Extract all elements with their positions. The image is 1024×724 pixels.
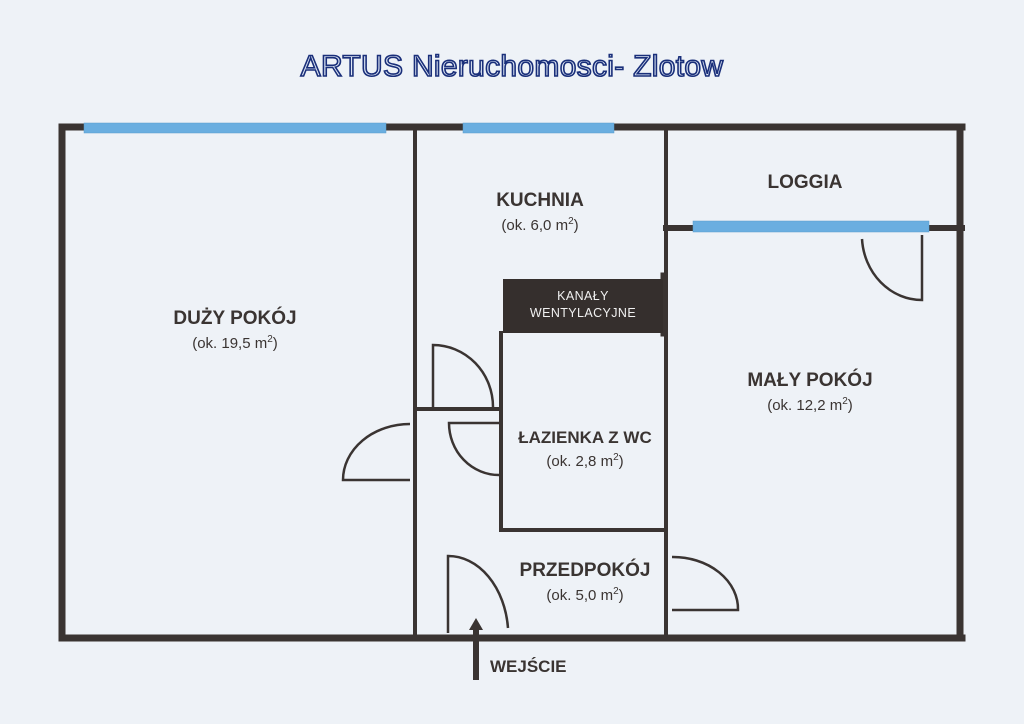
- ventilation-line1: KANAŁY: [557, 289, 609, 303]
- room-loggia: LOGGIA: [705, 172, 905, 194]
- window-loggia: [692, 220, 930, 233]
- door-duzy-pokoj: [341, 422, 411, 482]
- room-name: DUŻY POKÓJ: [173, 308, 297, 329]
- page-title: ARTUS Nieruchomosci- Zlotow: [300, 49, 724, 84]
- door-loggia: [860, 235, 924, 302]
- door-lazienka: [447, 421, 500, 477]
- room-kuchnia: KUCHNIA (ok. 6,0 m2): [440, 190, 640, 234]
- ventilation-shafts: KANAŁY WENTYLACYJNE: [503, 279, 663, 333]
- room-area: (ok. 6,0 m2): [501, 216, 579, 234]
- window-duzy-pokoj: [83, 122, 387, 134]
- room-area: (ok. 19,5 m2): [192, 334, 278, 352]
- room-name: LOGGIA: [767, 172, 843, 193]
- room-name: KUCHNIA: [496, 190, 584, 211]
- room-maly-pokoj: MAŁY POKÓJ (ok. 12,2 m2): [710, 370, 910, 414]
- window-kuchnia: [462, 122, 615, 134]
- room-duzy-pokoj: DUŻY POKÓJ (ok. 19,5 m2): [130, 308, 340, 352]
- entrance-label: WEJŚCIE: [490, 657, 567, 676]
- doors: [341, 235, 924, 633]
- entrance-arrow-icon: [469, 618, 483, 680]
- door-entrance: [446, 554, 510, 633]
- room-area: (ok. 5,0 m2): [546, 586, 624, 604]
- room-name: MAŁY POKÓJ: [747, 370, 873, 391]
- room-area: (ok. 2,8 m2): [546, 452, 624, 470]
- room-lazienka: ŁAZIENKA Z WC (ok. 2,8 m2): [500, 428, 670, 470]
- room-name: ŁAZIENKA Z WC: [518, 428, 652, 447]
- room-area: (ok. 12,2 m2): [767, 396, 853, 414]
- ventilation-line2: WENTYLACYJNE: [529, 306, 637, 320]
- room-przedpokoj: PRZEDPOKÓJ (ok. 5,0 m2): [490, 560, 680, 604]
- windows: [83, 122, 930, 233]
- door-kuchnia: [431, 343, 495, 408]
- door-maly-pokoj: [671, 555, 740, 612]
- room-name: PRZEDPOKÓJ: [519, 560, 651, 581]
